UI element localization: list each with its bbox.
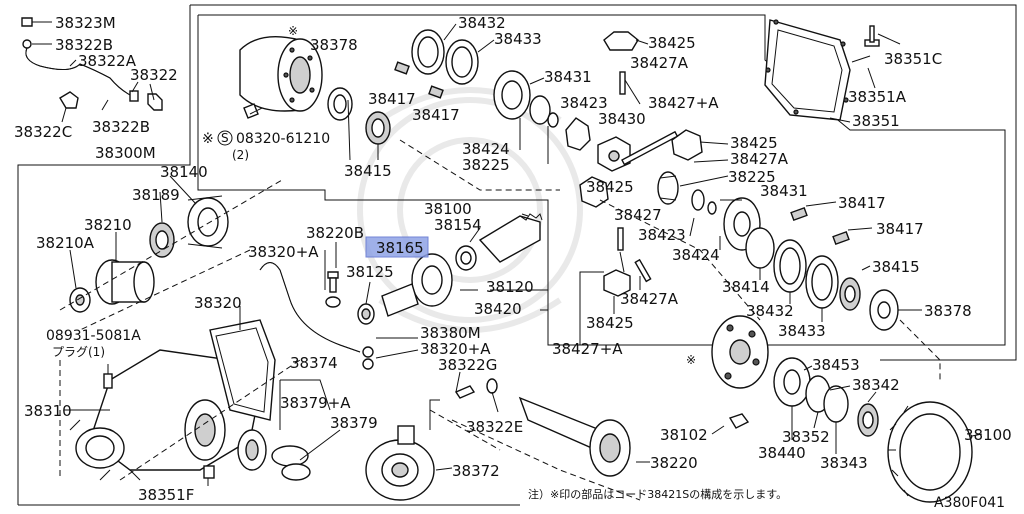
label-38320: 38320 [194,294,242,312]
label-38431-top: 38431 [544,68,592,86]
label-38417-r2: 38417 [876,220,924,238]
label-38352: 38352 [782,428,830,446]
label-38342: 38342 [852,376,900,394]
label-38322C: 38322C [14,123,72,141]
label-38320A-b: 38320+A [420,340,491,358]
lsd-internal-group: ※ 38425 38427 38225 38431 38417 38417 38… [552,168,972,389]
label-38427A-plus: 38427+A [648,94,719,112]
label-38424-top: 38424 [462,140,510,158]
label-38417-b: 38417 [412,106,460,124]
label-38322E: 38322E [466,418,523,436]
footnote: 注）※印の部品はコード38421Sの構成を示します。 [528,487,787,501]
label-38425-left: 38425 [586,178,634,196]
label-38380M: 38380M [420,324,481,342]
label-38322B-b: 38322B [92,118,150,136]
label-38420: 38420 [474,300,522,318]
label-38189: 38189 [132,186,180,204]
label-38351A: 38351A [848,88,907,106]
bolt-part-code: 08320-61210 [236,131,330,147]
label-38427A-low2: 38427+A [552,340,623,358]
label-38415-r: 38415 [872,258,920,276]
label-38417-a: 38417 [368,90,416,108]
label-38140: 38140 [160,163,208,181]
label-38310: 38310 [24,402,72,420]
ring-gear-group: 38453 38342 38352 38440 38343 38100 [758,356,1012,503]
label-38427A-top: 38427A [630,54,689,72]
label-38125: 38125 [346,263,394,281]
label-38427A-low: 38427A [620,290,679,308]
label-38100-r: 38100 [964,426,1012,444]
label-38320A-a: 38320+A [248,243,319,261]
label-38425-low: 38425 [586,314,634,332]
label-38154: 38154 [434,216,482,234]
label-38225-r: 38225 [728,168,776,186]
svg-text:※: ※ [202,131,214,147]
label-38351: 38351 [852,112,900,130]
svg-text:S: S [221,131,229,145]
label-38453: 38453 [812,356,860,374]
label-38423-r: 38423 [638,226,686,244]
label-38423-top: 38423 [560,94,608,112]
label-38440: 38440 [758,444,806,462]
label-38433: 38433 [494,30,542,48]
frames [17,4,1017,506]
label-38379: 38379 [330,414,378,432]
side-retainer-group: 38380M 38320+A 38322G 38322E 38372 38220… [362,324,750,501]
label-38322A: 38322A [78,52,137,70]
label-38432: 38432 [458,14,506,32]
label-38378-r: 38378 [924,302,972,320]
label-38120: 38120 [486,278,534,296]
highlighted-part-38165[interactable] [365,236,429,258]
label-38220: 38220 [650,454,698,472]
watermark [357,87,583,333]
label-38351C: 38351C [884,50,942,68]
label-38225-top: 38225 [462,156,510,174]
plug-part-code: 08931-5081A [46,328,141,344]
label-38379A: 38379+A [280,394,351,412]
companion-flange-group: 38140 38189 38210 38210A [36,163,283,331]
rear-cover-group: 38351C 38351A 38351 [764,19,942,130]
label-38424-r: 38424 [672,246,720,264]
label-38322G: 38322G [438,356,497,374]
label-38425-mid: 38425 [730,134,778,152]
label-38427: 38427 [614,206,662,224]
label-38372: 38372 [452,462,500,480]
label-38322: 38322 [130,66,178,84]
label-38414: 38414 [722,278,770,296]
label-38430: 38430 [598,110,646,128]
label-38415-top: 38415 [344,162,392,180]
bolt-quantity: (2) [232,148,249,162]
label-38374: 38374 [290,354,338,372]
label-38100-top: 38100 [424,200,472,218]
label-38220B: 38220B [306,224,364,242]
label-38378: 38378 [310,36,358,54]
breather-hose-group: 38323M 38322B 38322A 38322 38322C 38322B… [14,14,178,162]
label-38432-r: 38432 [746,302,794,320]
diagram-code: A380F041 [934,495,1005,510]
label-38323M: 38323M [55,14,116,32]
plug-label: プラグ(1) [52,345,105,359]
label-38351F: 38351F [138,486,194,504]
label-38343: 38343 [820,454,868,472]
pinion-group: 38100 38220B 38154 38165 38320+A 38125 3… [248,200,548,353]
label-38300M: 38300M [95,144,156,162]
carrier-housing-group: 38320 08931-5081A プラグ(1) 38310 38374 383… [24,294,378,504]
label-38433-r: 38433 [778,322,826,340]
differential-case-group: ※ 38378 [202,14,789,208]
label-38427A-mid: 38427A [730,150,789,168]
label-38165: 38165 [376,239,424,257]
label-38210A: 38210A [36,234,95,252]
label-38425-top: 38425 [648,34,696,52]
svg-text:※: ※ [288,24,298,38]
label-38210: 38210 [84,216,132,234]
svg-text:※: ※ [686,353,696,367]
label-38417-r1: 38417 [838,194,886,212]
label-38102: 38102 [660,426,708,444]
label-38431-r: 38431 [760,182,808,200]
label-38322B: 38322B [55,36,113,54]
